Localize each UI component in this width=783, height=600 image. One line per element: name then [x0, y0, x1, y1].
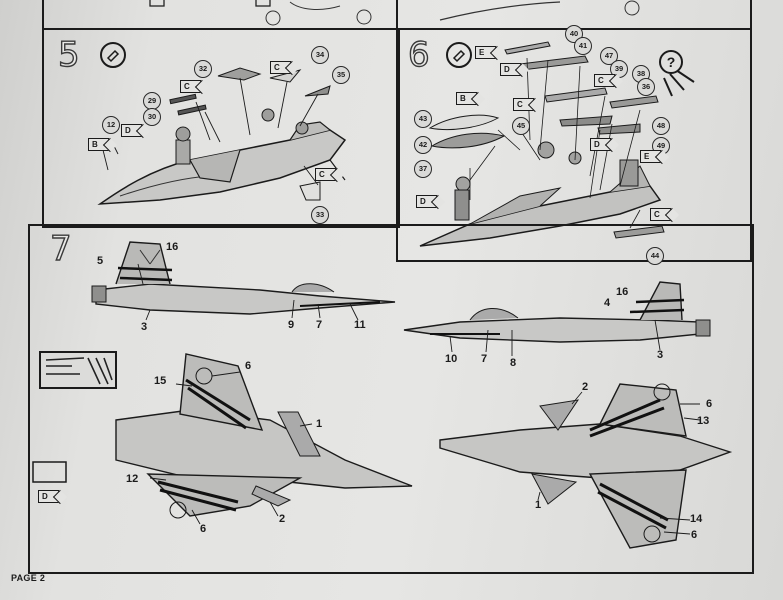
- decal-label-2: 2: [582, 381, 589, 393]
- decal-tag-d: D: [500, 63, 521, 76]
- decal-label-1: 1: [535, 499, 542, 511]
- decal-label-9: 9: [288, 319, 295, 331]
- decal-label-5: 5: [97, 255, 104, 267]
- question-mark: ?: [659, 50, 683, 74]
- decal-label-4: 4: [604, 297, 611, 309]
- decal-label-6: 6: [706, 398, 713, 410]
- part-number-48: 48: [652, 117, 670, 135]
- decal-label-3: 3: [657, 349, 664, 361]
- glue-tube-icon: [446, 42, 472, 68]
- decal-label-6: 6: [200, 523, 207, 535]
- decal-label-10: 10: [445, 353, 458, 365]
- decal-label-8: 8: [510, 357, 517, 369]
- decal-tag-d: D: [590, 138, 611, 151]
- part-number-33: 33: [311, 206, 329, 224]
- decal-tag-c: C: [270, 61, 291, 74]
- decal-label-13: 13: [697, 415, 710, 427]
- decal-tag-d: D: [38, 490, 59, 503]
- decal-tag-d: D: [416, 195, 437, 208]
- page-number: PAGE 2: [11, 573, 46, 583]
- decal-tag-b: B: [88, 138, 109, 151]
- decal-label-6: 6: [691, 529, 698, 541]
- part-number-42: 42: [414, 136, 432, 154]
- part-number-44: 44: [646, 247, 664, 265]
- part-number-29: 29: [143, 92, 161, 110]
- part-number-37: 37: [414, 160, 432, 178]
- decal-tag-d: D: [121, 124, 142, 137]
- decal-tag-c: C: [650, 208, 671, 221]
- decal-label-3: 3: [141, 321, 148, 333]
- decal-label-11: 11: [354, 319, 366, 331]
- decal-label-6: 6: [245, 360, 252, 372]
- step-7-panel: [28, 224, 754, 574]
- part-number-36: 36: [637, 78, 655, 96]
- decal-label-12: 12: [126, 473, 139, 485]
- decal-tag-c: C: [513, 98, 534, 111]
- part-number-41: 41: [574, 37, 592, 55]
- decal-tag-e: E: [475, 46, 496, 59]
- decal-tag-b: B: [456, 92, 477, 105]
- decal-tag-c: C: [315, 168, 336, 181]
- previous-step-divider: [396, 0, 398, 28]
- step-7-number: 7: [49, 229, 72, 269]
- decal-label-15: 15: [154, 375, 167, 387]
- step-5-number: 5: [57, 35, 80, 75]
- decal-label-1: 1: [316, 418, 323, 430]
- decal-label-7: 7: [316, 319, 323, 331]
- decal-tag-c: C: [594, 74, 615, 87]
- step-6-number: 6: [407, 35, 430, 75]
- part-number-35: 35: [332, 66, 350, 84]
- previous-step-drawings: [149, 0, 640, 26]
- part-number-30: 30: [143, 108, 161, 126]
- decal-tag-e: E: [640, 150, 661, 163]
- decal-label-7: 7: [481, 353, 488, 365]
- decal-label-14: 14: [690, 513, 703, 525]
- part-number-34: 34: [311, 46, 329, 64]
- decal-label-16: 16: [166, 241, 179, 253]
- step-5-panel: [42, 28, 400, 228]
- part-number-45: 45: [512, 117, 530, 135]
- part-number-32: 32: [194, 60, 212, 78]
- glue-tube-icon: [100, 42, 126, 68]
- part-number-43: 43: [414, 110, 432, 128]
- decal-label-16: 16: [616, 286, 629, 298]
- part-number-12: 12: [102, 116, 120, 134]
- decal-tag-c: C: [180, 80, 201, 93]
- decal-label-2: 2: [279, 513, 286, 525]
